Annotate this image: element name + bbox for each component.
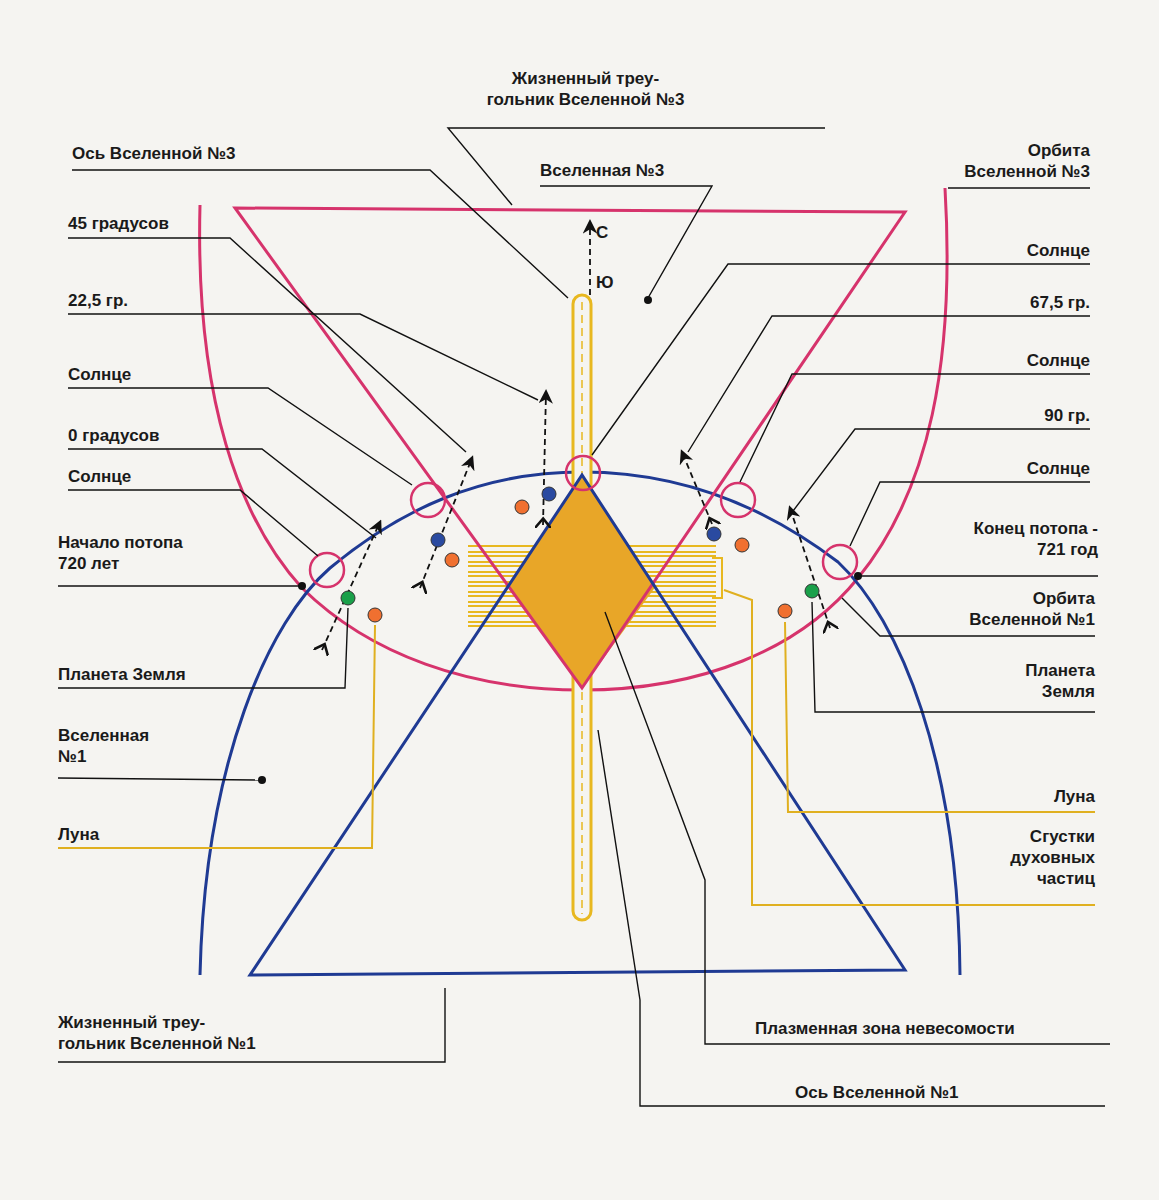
callout-label: 67,5 гр. [990,292,1090,313]
north-arrow [589,222,591,295]
callout-label: Солнце [990,240,1090,261]
callout-label: Луна [1010,786,1095,807]
plasma-diamond [508,475,656,688]
callout-label: Вселенная №3 [540,160,710,181]
callout-label: Ю [596,272,616,293]
callout-label: Солнце [990,458,1090,479]
callout-label: Луна [58,824,138,845]
callout-label: 0 градусов [68,425,228,446]
callout-label: Ось Вселенной №3 [72,143,292,164]
callout-label: Солнце [68,466,168,487]
callout-label: С [596,222,616,243]
callout-label: Жизненный треу- гольник Вселенной №1 [58,1012,273,1054]
callout-label: Планета Земля [58,664,238,685]
callout-label: Сгустки духовных частиц [980,826,1095,889]
callout-label: 45 градусов [68,213,228,234]
leader-lines [58,128,1110,1106]
callout-label: Солнце [990,350,1090,371]
callout-label: Орбита Вселенной №1 [955,588,1095,630]
leader-dots [258,296,862,784]
life-triangle-3 [235,208,905,688]
callout-label: Орбита Вселенной №3 [955,140,1090,182]
life-triangle-1 [250,475,905,975]
callout-label: Начало потопа 720 лет [58,532,208,574]
plasma-bracket [712,558,722,598]
callout-label: Конец потопа - 721 год [948,518,1098,560]
callout-label: 22,5 гр. [68,290,188,311]
callout-label: Солнце [68,364,168,385]
callout-label: Ось Вселенной №1 [795,1082,1095,1103]
moon-leader-lines [58,590,1095,905]
sun-paths [322,392,830,650]
callout-label: 90 гр. [990,405,1090,426]
callout-label: Вселенная №1 [58,725,173,767]
sun-ring [310,456,857,587]
planet-dots [341,487,819,622]
callout-label: Планета Земля [1000,660,1095,702]
callout-label: Жизненный треу- гольник Вселенной №3 [478,68,693,110]
callout-label: Плазменная зона невесомости [755,1018,1095,1039]
